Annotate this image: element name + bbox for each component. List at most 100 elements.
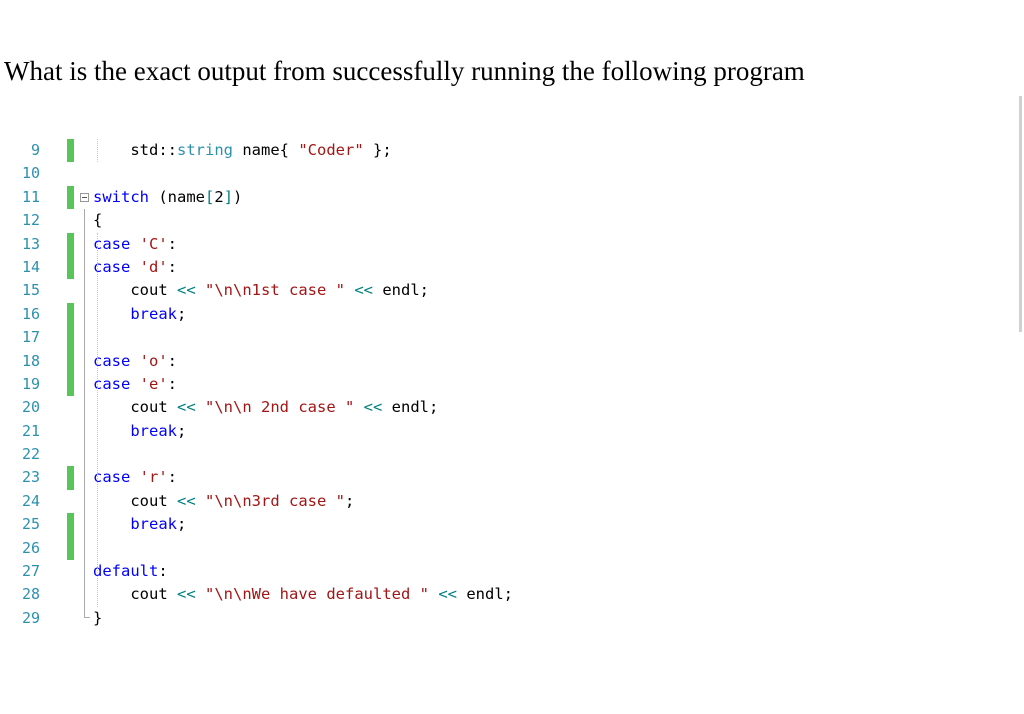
code-text: case 'o': <box>93 350 177 373</box>
line-number: 19 <box>21 374 40 393</box>
code-token: }; <box>363 141 392 159</box>
code-token: case <box>93 234 131 253</box>
code-token: std:: <box>93 141 177 159</box>
code-token: cout <box>93 491 177 510</box>
code-line[interactable]: 15 cout << "\n\n1st case " << endl; <box>0 279 1024 302</box>
code-line[interactable]: 27 default: <box>0 560 1024 583</box>
line-number: 17 <box>21 328 40 347</box>
code-token <box>130 468 139 486</box>
code-text: cout << "\n\n3rd case "; <box>93 490 354 513</box>
line-number: 10 <box>21 164 40 183</box>
code-line[interactable]: 29} <box>0 607 1024 630</box>
line-number: 26 <box>21 538 40 557</box>
code-text: default: <box>93 560 168 583</box>
code-line[interactable]: 18 case 'o': <box>0 349 1024 373</box>
scrollbar[interactable] <box>1019 96 1022 332</box>
change-marker <box>67 536 74 561</box>
code-line[interactable]: 25 break; <box>0 513 1024 537</box>
code-line[interactable]: 22 <box>0 443 1024 466</box>
question-text: What is the exact output from successful… <box>4 56 805 86</box>
code-token: << <box>177 585 196 604</box>
code-token: case <box>93 351 131 370</box>
code-token: "\n\n 2nd case " <box>205 398 355 417</box>
code-token: : <box>158 562 168 581</box>
code-token: switch <box>93 187 149 206</box>
change-marker <box>67 302 74 327</box>
code-line[interactable]: 21 break; <box>0 420 1024 443</box>
code-token: : <box>167 351 178 370</box>
code-line[interactable]: 12{ <box>0 209 1024 232</box>
line-number: 27 <box>21 562 40 581</box>
collapse-toggle-icon[interactable] <box>80 192 89 202</box>
change-marker <box>67 139 74 163</box>
code-text: case 'd': <box>93 256 177 279</box>
code-token: : <box>167 257 178 276</box>
code-token: endl; <box>382 398 439 417</box>
code-line[interactable]: 28 cout << "\n\nWe have defaulted " << e… <box>0 583 1024 606</box>
code-token: 'd' <box>139 257 168 276</box>
code-line[interactable]: 17 <box>0 326 1024 350</box>
code-token: 'o' <box>139 351 168 370</box>
code-token: ) <box>233 187 243 206</box>
code-token: : <box>167 374 178 393</box>
code-line[interactable]: 24 cout << "\n\n3rd case "; <box>0 490 1024 513</box>
line-number: 9 <box>30 141 40 159</box>
code-line[interactable]: 26 <box>0 536 1024 561</box>
code-token: default <box>93 562 159 581</box>
code-token: "\n\n3rd case " <box>205 491 345 510</box>
code-token: "\n\nWe have defaulted " <box>205 585 429 604</box>
code-token: endl; <box>457 585 513 604</box>
code-token: 2 <box>214 187 224 206</box>
code-token: : <box>167 234 178 253</box>
change-marker <box>67 372 74 397</box>
change-marker <box>67 466 74 490</box>
code-line[interactable]: 13 case 'C': <box>0 232 1024 256</box>
code-token <box>130 352 139 370</box>
code-line[interactable]: 10 <box>0 162 1024 185</box>
code-line[interactable]: 9 std::string name{ "Coder" }; <box>0 139 1024 163</box>
code-token: cout <box>93 398 177 417</box>
line-number: 28 <box>21 585 40 604</box>
code-line[interactable]: 16 break; <box>0 302 1024 327</box>
code-token <box>130 375 139 393</box>
line-number: 22 <box>21 445 40 464</box>
code-token: 'r' <box>139 468 168 487</box>
code-token <box>196 492 205 510</box>
code-token: string <box>177 141 233 159</box>
code-token: cout <box>93 585 177 604</box>
code-token: } <box>93 608 103 627</box>
code-token: case <box>93 257 131 276</box>
line-number: 29 <box>21 608 40 627</box>
change-marker <box>67 349 74 373</box>
code-token: endl; <box>373 281 430 300</box>
indent-guide <box>97 232 98 607</box>
code-token: : <box>167 468 178 487</box>
code-token: break <box>130 304 177 323</box>
code-token: [ <box>205 187 215 206</box>
code-text: cout << "\n\nWe have defaulted " << endl… <box>93 583 513 606</box>
code-text: break; <box>93 420 186 443</box>
line-number: 18 <box>21 351 40 370</box>
line-number: 13 <box>21 234 40 253</box>
indent-guide <box>97 139 98 163</box>
code-token: break <box>130 421 177 440</box>
code-token: << <box>177 491 196 510</box>
code-text: switch (name[2]) <box>93 186 242 209</box>
code-token: 'C' <box>139 234 168 253</box>
code-text: case 'r': <box>93 466 177 489</box>
code-token <box>196 398 205 416</box>
code-token: ] <box>223 187 234 206</box>
line-number: 24 <box>21 491 40 510</box>
change-marker <box>67 255 74 280</box>
code-token: ; <box>177 304 187 323</box>
code-token <box>345 281 354 299</box>
code-token <box>93 305 130 323</box>
change-marker <box>67 326 74 350</box>
code-line[interactable]: 20 cout << "\n\n 2nd case " << endl; <box>0 396 1024 419</box>
change-marker <box>67 513 74 537</box>
